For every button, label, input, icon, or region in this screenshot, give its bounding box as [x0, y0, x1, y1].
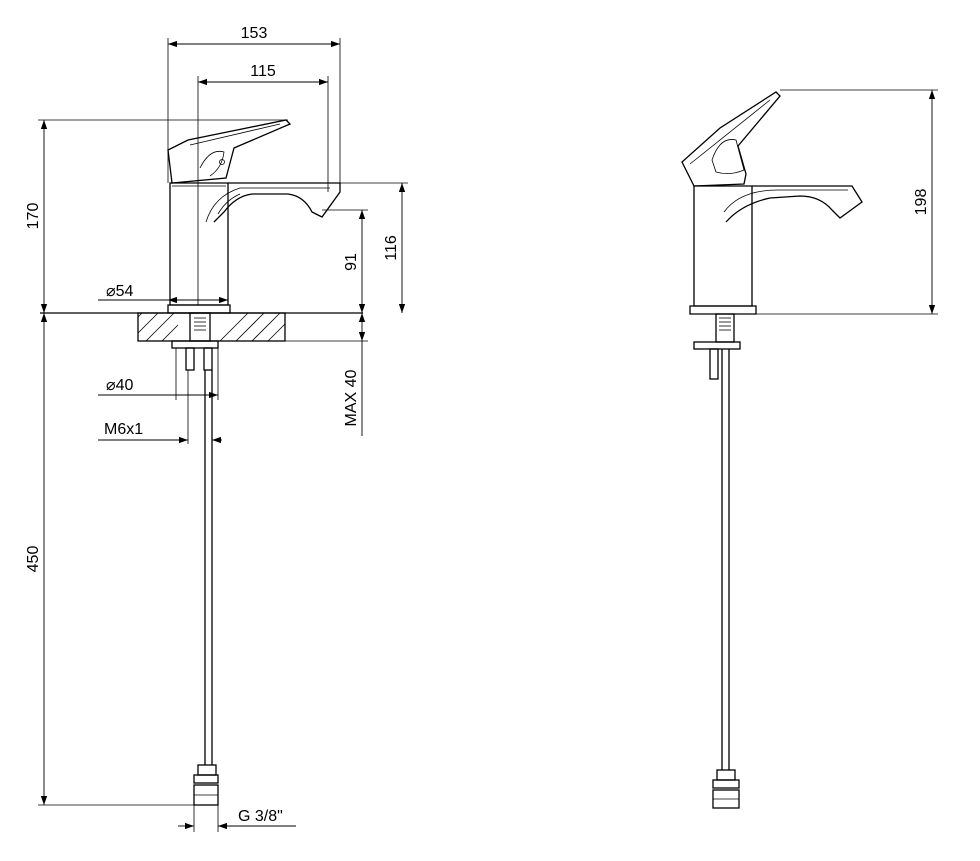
front-lever-handle: [681, 91, 781, 187]
side-view: 153 115 170 116 91: [25, 25, 408, 832]
dim-91-label: 91: [343, 253, 360, 271]
dim-198: 198: [756, 89, 938, 315]
front-mixer-body: [689, 185, 757, 315]
dim-153: 153: [167, 25, 341, 183]
dim-max-40: MAX 40: [285, 313, 368, 436]
dim-m6x1: M6x1: [98, 370, 222, 444]
front-flexible-hose: [712, 349, 740, 809]
mounting-assembly: [171, 312, 219, 371]
dim-dia-54: ⌀54: [98, 283, 228, 304]
mixer-body: [167, 182, 231, 314]
dia-40-label: ⌀40: [106, 377, 134, 394]
countertop-section: [137, 312, 286, 342]
dim-115: 115: [197, 63, 329, 305]
dim-153-label: 153: [241, 25, 268, 42]
front-mounting-assembly: [693, 313, 741, 380]
front-view: 198: [681, 89, 938, 809]
m6x1-label: M6x1: [104, 421, 143, 438]
spout: [205, 182, 341, 223]
dim-91: 91: [322, 209, 368, 313]
dim-450: 450: [25, 313, 194, 806]
g38-label: G 3/8": [238, 808, 283, 825]
dim-116-label: 116: [383, 235, 400, 261]
dim-116: 116: [340, 182, 408, 313]
dim-450-label: 450: [25, 546, 42, 573]
dim-max-40-label: MAX 40: [343, 369, 360, 426]
dim-115-label: 115: [250, 63, 276, 80]
flexible-hose: [193, 370, 219, 806]
front-spout: [723, 185, 863, 223]
dim-dia-40: ⌀40: [98, 348, 219, 400]
lever-handle: [167, 119, 292, 184]
dim-170: 170: [25, 119, 288, 313]
dia-54-label: ⌀54: [106, 283, 134, 300]
dim-g38: G 3/8": [178, 805, 296, 832]
dim-170-label: 170: [25, 203, 42, 230]
dim-198-label: 198: [913, 189, 930, 216]
